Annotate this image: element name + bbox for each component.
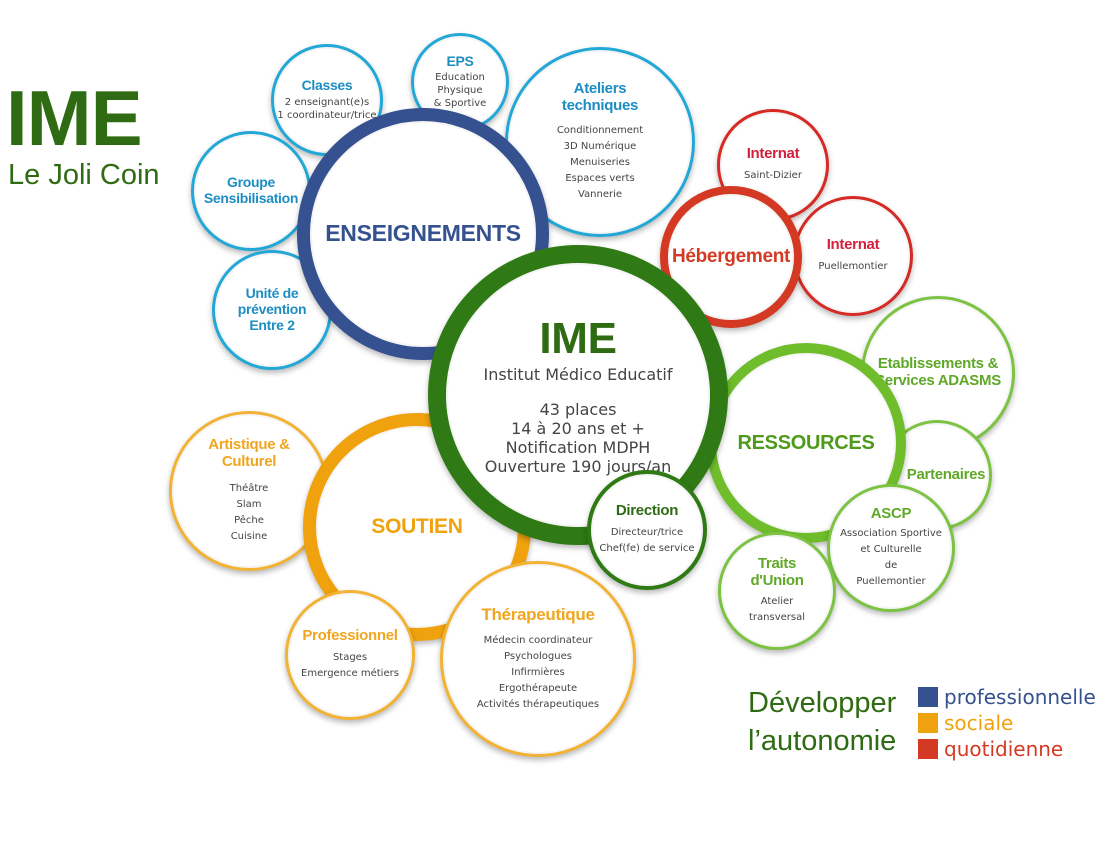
classes-title: Classes bbox=[301, 76, 353, 93]
legend-item-quotidienne: quotidienne bbox=[918, 736, 1096, 762]
bubble-ascp: ASCP Association Sportive et Culturelle … bbox=[827, 484, 955, 612]
artistique-desc: Théâtre Slam Pêche Cuisine bbox=[229, 482, 269, 542]
direction-title: Direction bbox=[615, 501, 679, 519]
logo-subtitle: Le Joli Coin bbox=[8, 159, 160, 191]
legend-label: sociale bbox=[944, 711, 1014, 735]
legend-swatch bbox=[918, 713, 938, 733]
legend-swatch bbox=[918, 687, 938, 707]
bubble-therapeutique: Thérapeutique Médecin coordinateur Psych… bbox=[440, 561, 636, 757]
ateliers-desc: Conditionnement 3D Numérique Menuiseries… bbox=[556, 124, 644, 200]
bubble-internat-puellemontier: Internat Puellemontier bbox=[793, 196, 913, 316]
artistique-title: Artistique & Culturel bbox=[208, 436, 290, 470]
eps-desc: Education Physique & Sportive bbox=[433, 72, 487, 110]
traits-title: Traits d'Union bbox=[750, 555, 804, 589]
hebergement-title: Hébergement bbox=[671, 246, 791, 268]
legend-item-sociale: sociale bbox=[918, 710, 1096, 736]
legend-label: professionnelle bbox=[944, 685, 1096, 709]
logo-title: IME bbox=[6, 74, 143, 162]
ressources-title: RESSOURCES bbox=[737, 431, 875, 454]
ime-subtitle: Institut Médico Educatif bbox=[483, 365, 673, 385]
bubble-direction: Direction Directeur/trice Chef(fe) de se… bbox=[587, 470, 707, 590]
traits-desc: Atelier transversal bbox=[748, 595, 805, 623]
therapeutique-title: Thérapeutique bbox=[481, 605, 595, 625]
legend-main-text: Développer l’autonomie bbox=[748, 687, 897, 757]
bubble-artistique: Artistique & Culturel Théâtre Slam Pêche… bbox=[169, 411, 329, 571]
ime-info: 43 places 14 à 20 ans et + Notification … bbox=[484, 400, 672, 477]
ascp-title: ASCP bbox=[870, 504, 912, 522]
bubble-unite-prevention: Unité de prévention Entre 2 bbox=[212, 250, 332, 370]
therapeutique-desc: Médecin coordinateur Psychologues Infirm… bbox=[476, 634, 600, 710]
legend-item-professionnelle: professionnelle bbox=[918, 684, 1096, 710]
groupe-title: Groupe Sensibilisation bbox=[203, 174, 299, 206]
classes-desc: 2 enseignant(e)s 1 coordinateur/trice bbox=[277, 97, 377, 122]
enseignements-title: ENSEIGNEMENTS bbox=[325, 220, 521, 247]
direction-desc: Directeur/trice Chef(fe) de service bbox=[599, 527, 695, 555]
legend-label: quotidienne bbox=[944, 737, 1064, 761]
bubble-traits-union: Traits d'Union Atelier transversal bbox=[718, 532, 836, 650]
internat2-desc: Puellemontier bbox=[818, 261, 888, 273]
unite-title: Unité de prévention Entre 2 bbox=[237, 285, 307, 333]
etablissements-title: Etablissements & Services ADASMS bbox=[875, 355, 1001, 389]
bubble-professionnel: Professionnel Stages Emergence métiers bbox=[285, 590, 415, 720]
ascp-desc: Association Sportive et Culturelle de Pu… bbox=[840, 528, 942, 588]
bubble-groupe-sensibilisation: Groupe Sensibilisation bbox=[191, 131, 311, 251]
internat1-desc: Saint-Dizier bbox=[744, 170, 802, 182]
soutien-title: SOUTIEN bbox=[371, 515, 463, 539]
eps-title: EPS bbox=[446, 52, 474, 69]
professionnel-desc: Stages Emergence métiers bbox=[301, 652, 399, 680]
bubble-classes: Classes 2 enseignant(e)s 1 coordinateur/… bbox=[271, 44, 383, 156]
professionnel-title: Professionnel bbox=[302, 626, 398, 644]
partenaires-title: Partenaires bbox=[906, 465, 986, 483]
legend-list: professionnelle sociale quotidienne bbox=[918, 684, 1096, 762]
legend-swatch bbox=[918, 739, 938, 759]
internat1-title: Internat bbox=[746, 144, 800, 162]
ime-title: IME bbox=[539, 313, 617, 363]
internat2-title: Internat bbox=[826, 235, 880, 253]
ateliers-title: Ateliers techniques bbox=[561, 80, 639, 114]
